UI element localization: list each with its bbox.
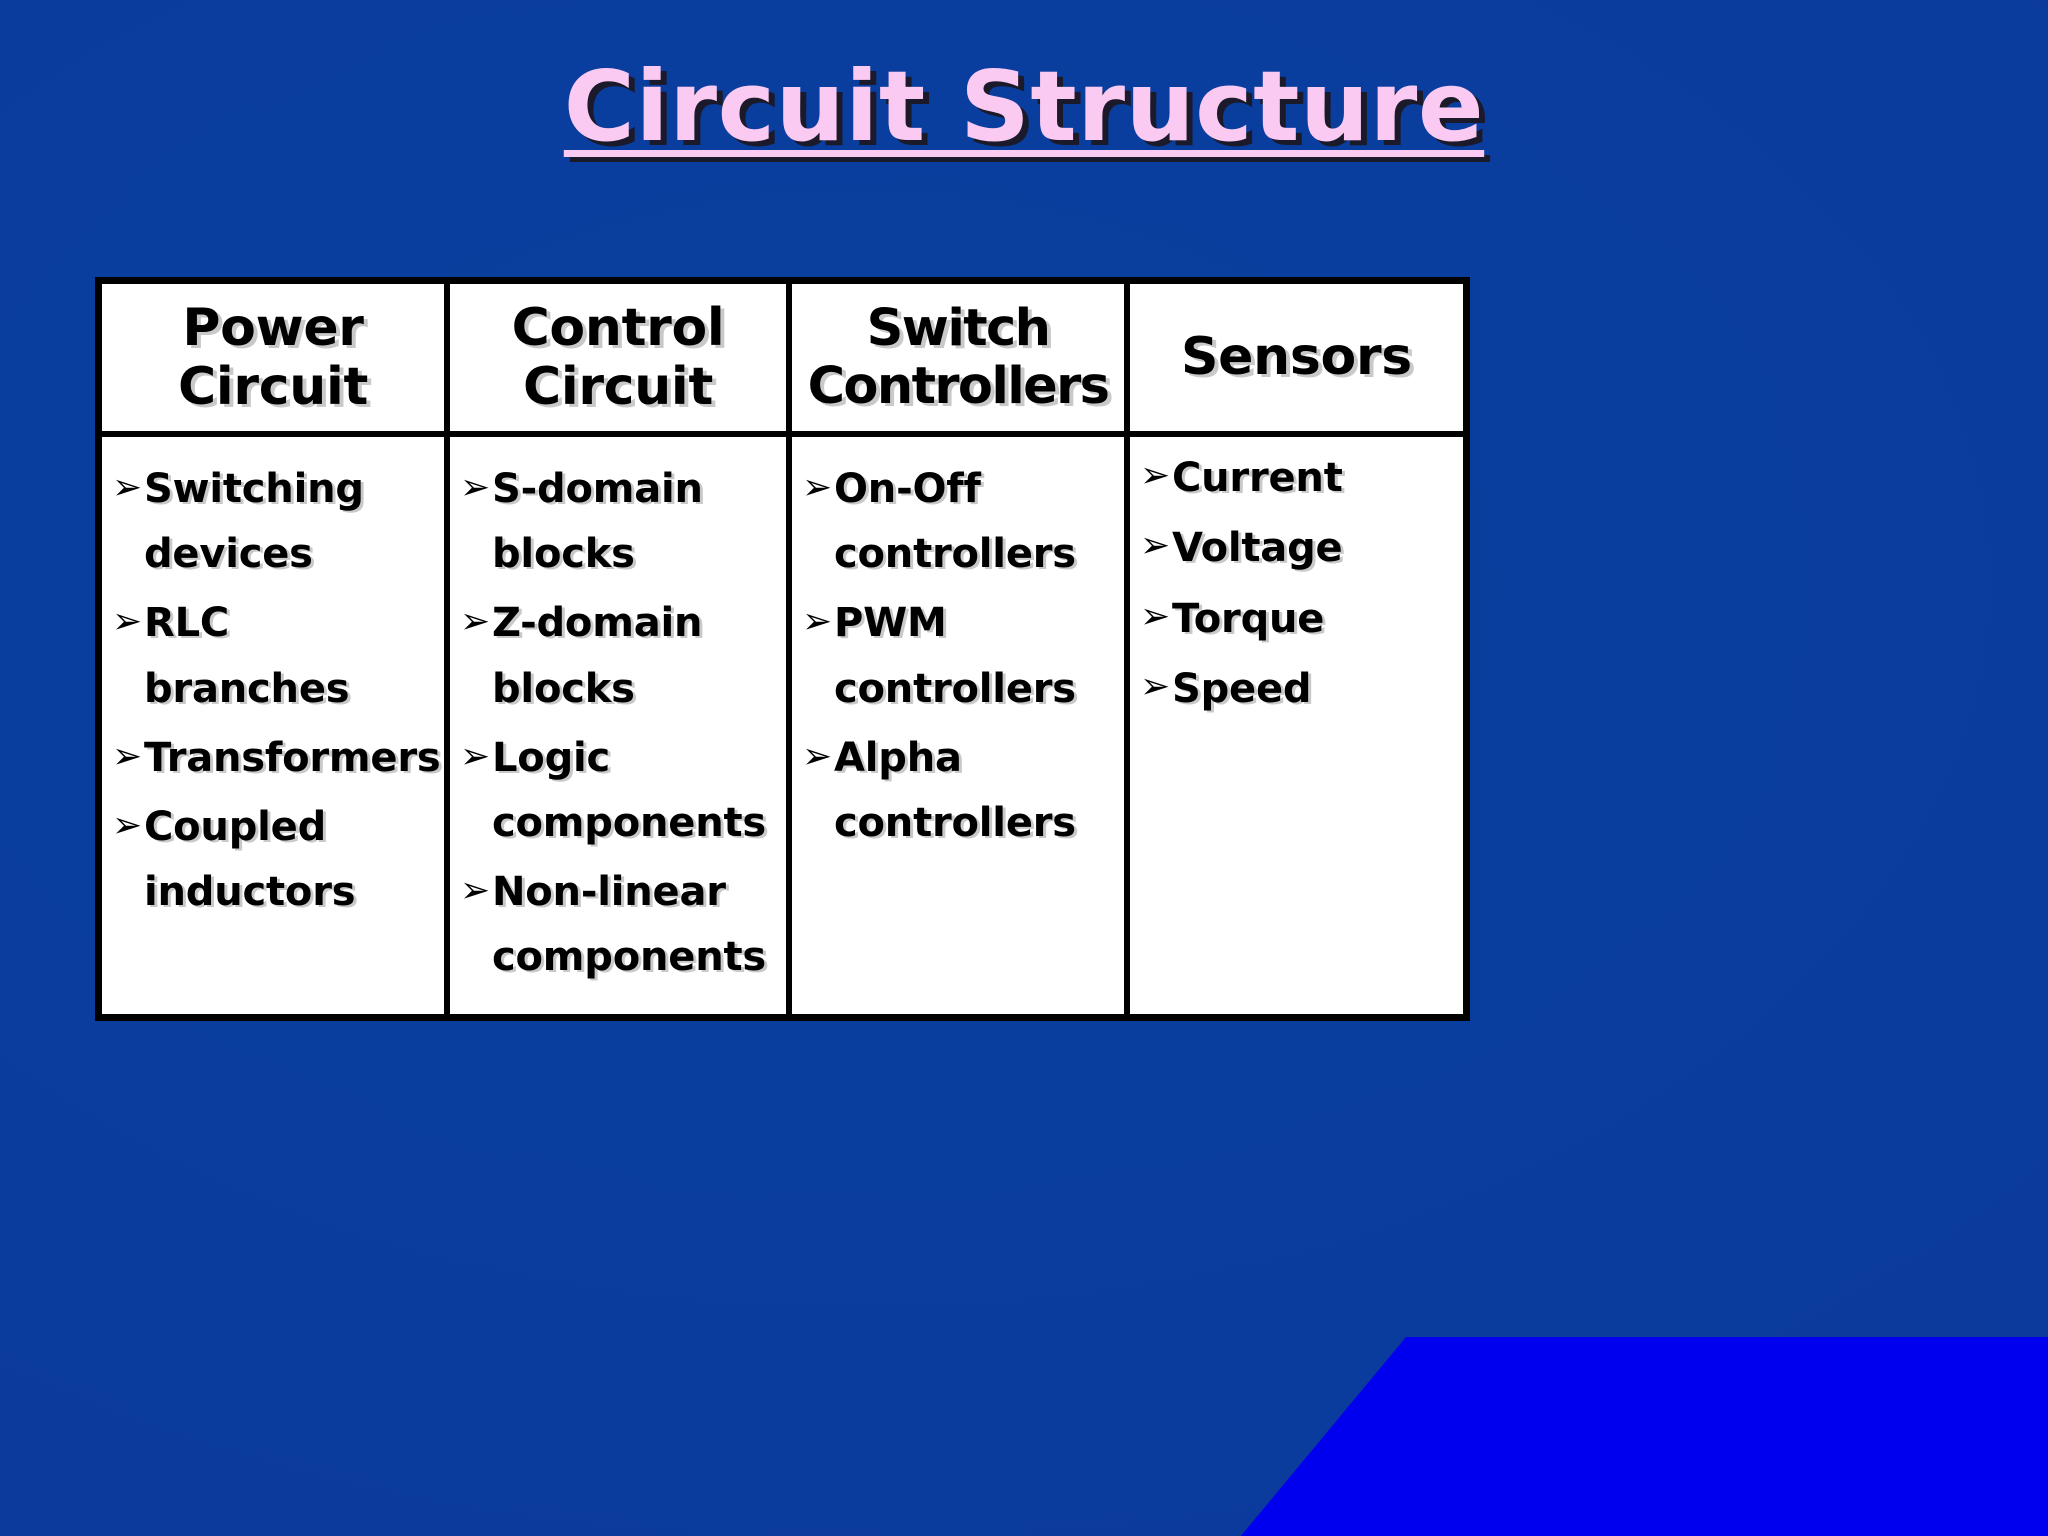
body-cell-power-circuit: ➢Switching devices➢RLC branches➢Transfor… [102,437,444,1014]
list-item-label: Coupled inductors [144,803,356,916]
title-container: Circuit Structure [0,56,2048,158]
list-item-label: Voltage [1172,525,1343,572]
header-label-sensors: Sensors [1181,327,1412,388]
circuit-structure-table: Power Circuit Control Circuit Switch Con… [95,277,1470,1021]
list-item-label: Logic components [492,734,766,846]
arrow-bullet-icon: ➢ [802,601,832,643]
arrow-bullet-icon: ➢ [1140,666,1170,708]
list-item: ➢S-domain blocks [460,457,782,587]
corner-accent-shape [1240,1337,2048,1536]
arrow-bullet-icon: ➢ [1140,455,1170,496]
arrow-bullet-icon: ➢ [460,601,490,643]
header-label-power-circuit: Power Circuit [177,298,369,417]
arrow-bullet-icon: ➢ [112,601,142,643]
body-cell-switch-controllers: ➢On-Off controllers➢PWM controllers➢Alph… [786,437,1124,1014]
arrow-bullet-icon: ➢ [802,467,832,508]
arrow-bullet-icon: ➢ [1140,595,1170,637]
list-wrapper-sensors: ➢Current➢Voltage➢Torque➢Speed [1130,437,1463,723]
list-item: ➢PWM controllers [802,591,1120,721]
list-item-label: Transformers [144,734,441,781]
arrow-bullet-icon: ➢ [112,467,142,508]
page-title: Circuit Structure [563,50,1485,163]
list-item-label: Switching devices [144,466,364,578]
list-wrapper-switch-controllers: ➢On-Off controllers➢PWM controllers➢Alph… [792,437,1124,856]
body-cell-sensors: ➢Current➢Voltage➢Torque➢Speed [1124,437,1463,1014]
list-item-label: RLC branches [144,600,350,712]
list-item: ➢Torque [1140,586,1459,652]
arrow-bullet-icon: ➢ [112,735,142,777]
bullet-list-control-circuit: ➢S-domain blocks➢Z-domain blocks➢Logic c… [460,457,782,991]
list-item: ➢Current [1140,445,1459,511]
list-item: ➢Logic components [460,726,782,856]
arrow-bullet-icon: ➢ [1140,525,1170,567]
table-body-row: ➢Switching devices➢RLC branches➢Transfor… [102,437,1463,1014]
list-item-label: Speed [1172,666,1312,713]
header-cell-power-circuit: Power Circuit [102,284,444,431]
arrow-bullet-icon: ➢ [802,735,832,777]
list-item-label: Current [1172,455,1343,501]
list-item: ➢Transformers [112,726,441,791]
list-item: ➢Alpha controllers [802,726,1120,856]
header-cell-sensors: Sensors [1124,284,1463,431]
list-item-label: Torque [1172,595,1325,642]
list-item: ➢Speed [1140,656,1459,722]
list-item: ➢Z-domain blocks [460,591,782,721]
list-wrapper-control-circuit: ➢S-domain blocks➢Z-domain blocks➢Logic c… [450,437,786,991]
arrow-bullet-icon: ➢ [112,804,142,846]
header-cell-control-circuit: Control Circuit [444,284,786,431]
list-item-label: Z-domain blocks [492,600,703,712]
list-item-label: On-Off controllers [834,466,1076,578]
arrow-bullet-icon: ➢ [460,735,490,777]
arrow-bullet-icon: ➢ [460,870,490,912]
header-label-control-circuit: Control Circuit [511,298,725,417]
list-item: ➢Switching devices [112,457,440,587]
list-item-label: Alpha controllers [834,734,1076,846]
header-label-switch-controllers: Switch Controllers [807,299,1110,416]
list-item: ➢On-Off controllers [802,457,1120,587]
bullet-list-power-circuit: ➢Switching devices➢RLC branches➢Transfor… [112,457,441,925]
list-item-label: Non-linear components [492,869,766,981]
list-item: ➢RLC branches [112,591,440,721]
bullet-list-switch-controllers: ➢On-Off controllers➢PWM controllers➢Alph… [802,457,1120,856]
table-header-row: Power Circuit Control Circuit Switch Con… [102,284,1463,437]
list-item: ➢Coupled inductors [112,795,440,925]
list-wrapper-power-circuit: ➢Switching devices➢RLC branches➢Transfor… [102,437,444,925]
header-cell-switch-controllers: Switch Controllers [786,284,1124,431]
list-item: ➢Non-linear components [460,860,782,990]
list-item-label: S-domain blocks [492,466,703,578]
arrow-bullet-icon: ➢ [460,467,490,508]
body-cell-control-circuit: ➢S-domain blocks➢Z-domain blocks➢Logic c… [444,437,786,1014]
list-item: ➢Voltage [1140,515,1459,581]
bullet-list-sensors: ➢Current➢Voltage➢Torque➢Speed [1140,445,1459,723]
list-item-label: PWM controllers [834,600,1076,712]
